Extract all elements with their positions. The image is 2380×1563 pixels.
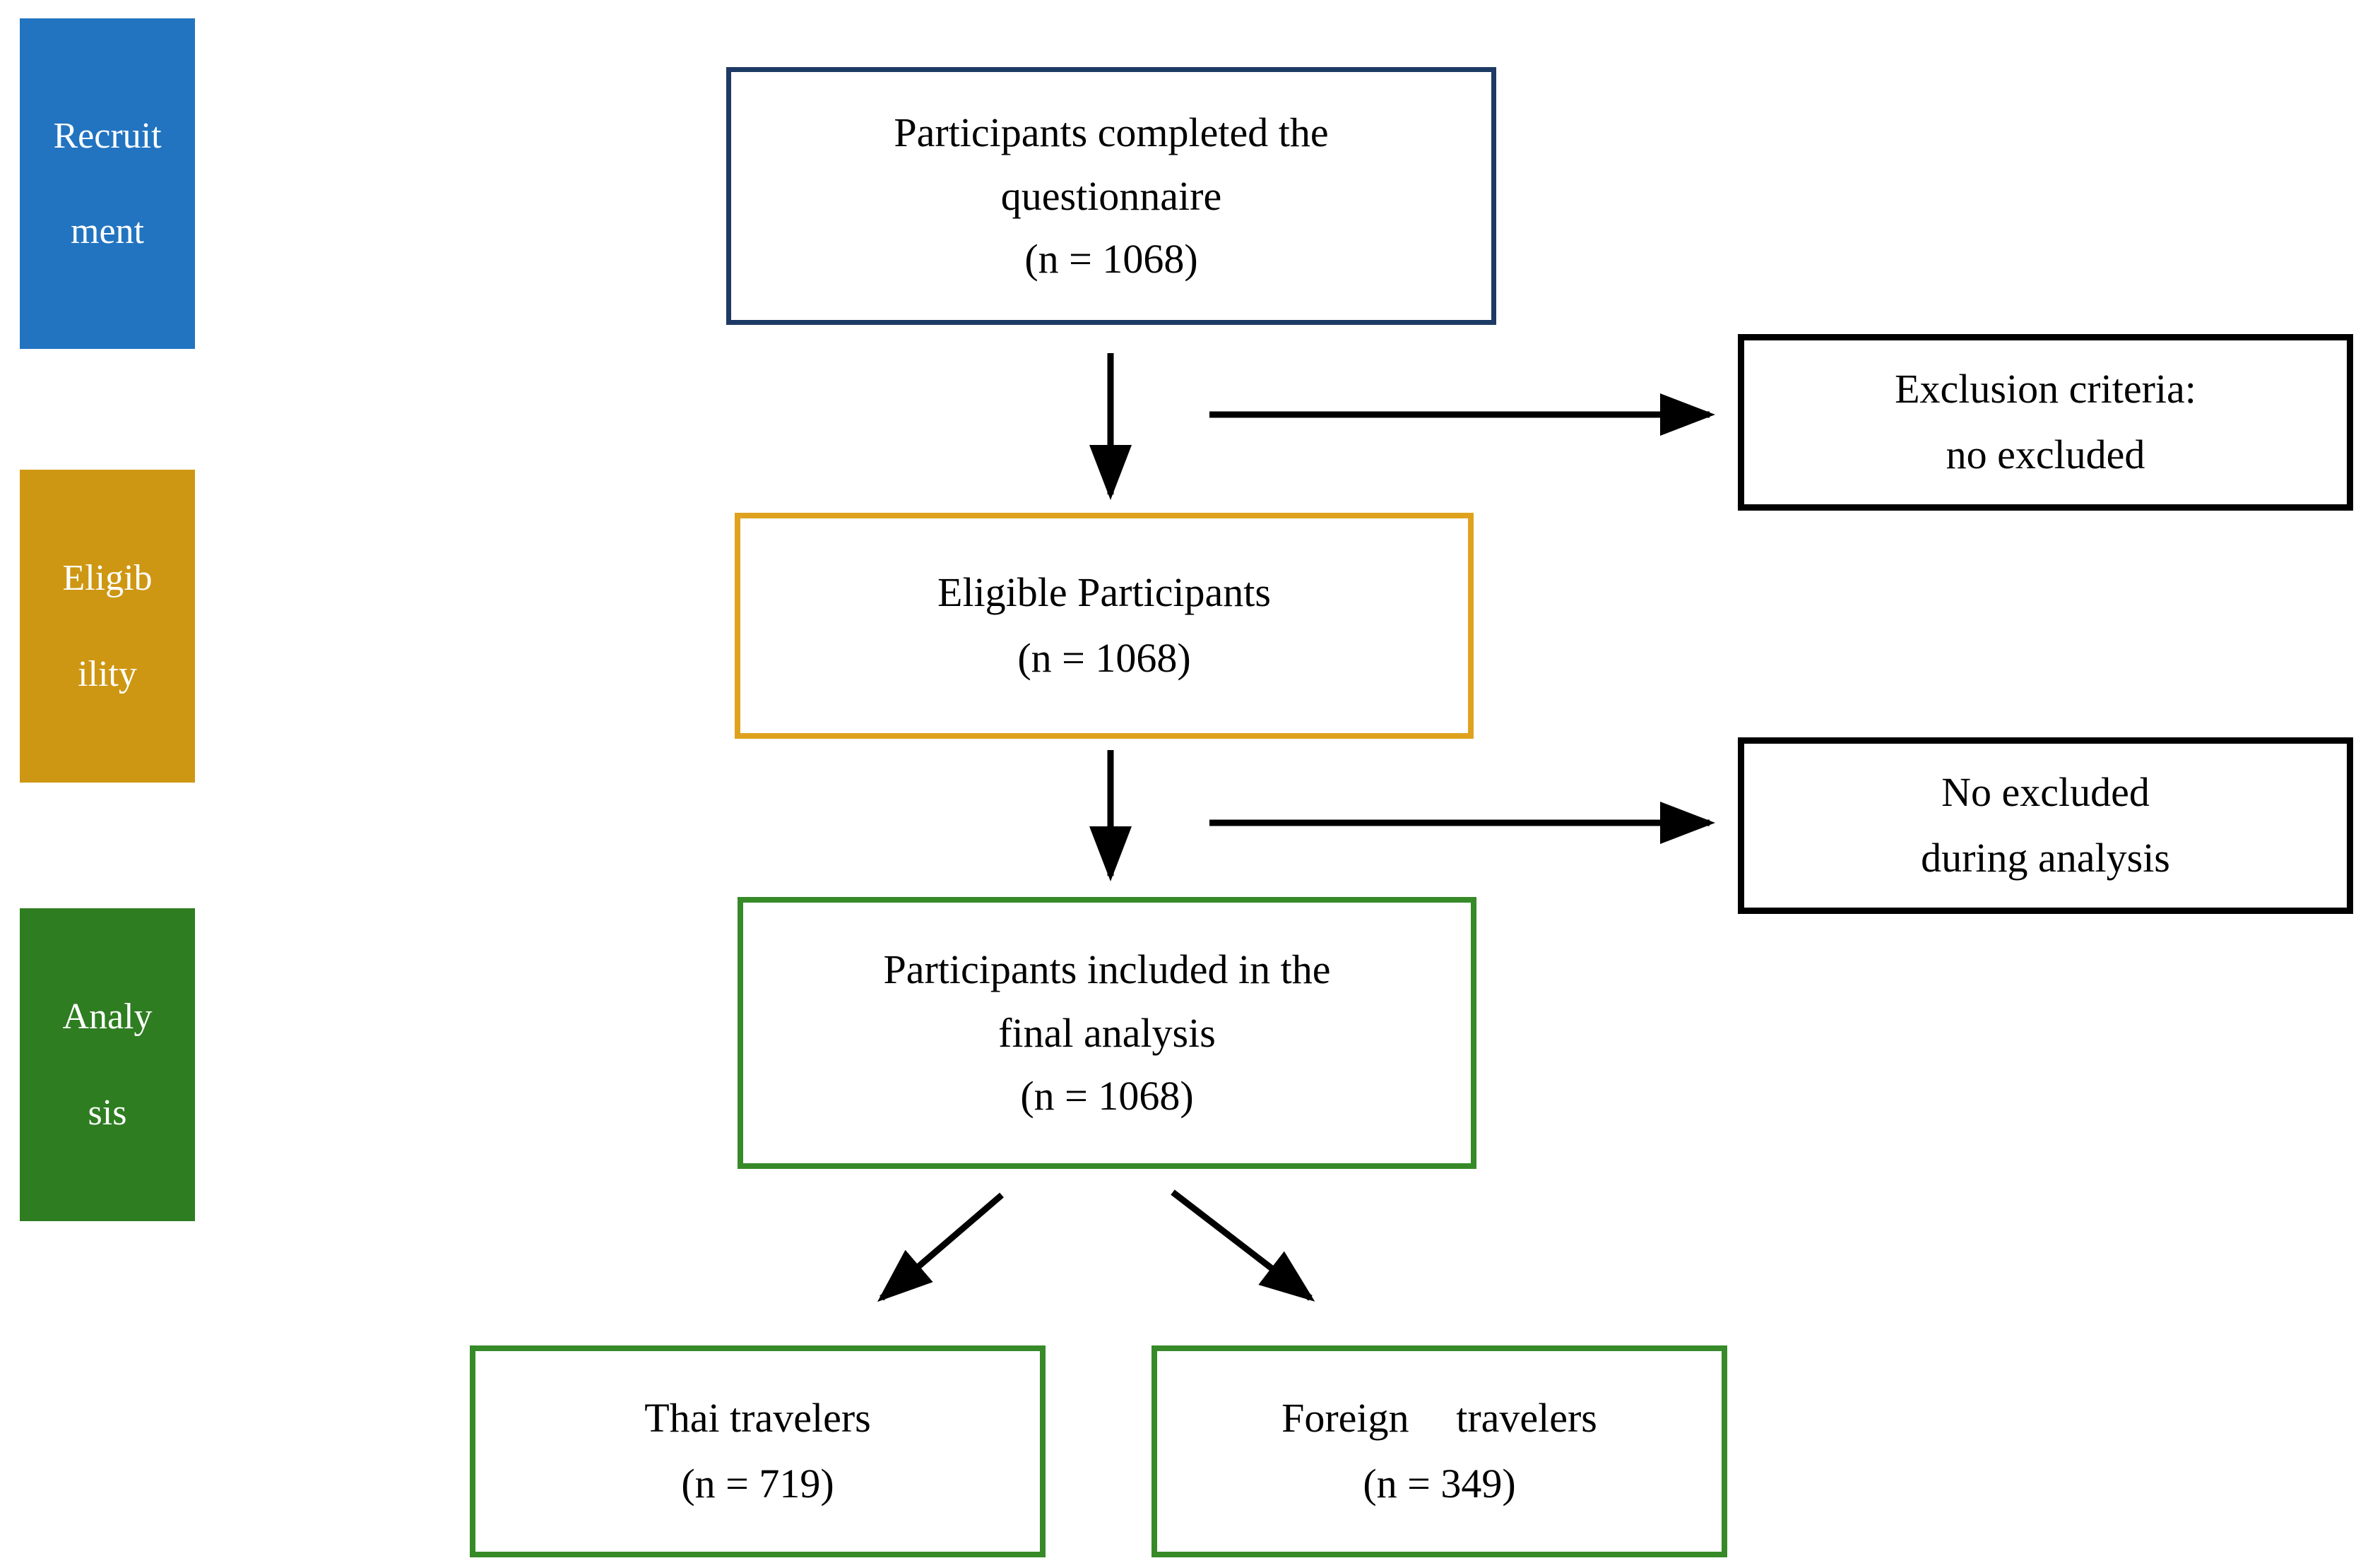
box-text-line: (n = 349)	[1363, 1461, 1516, 1506]
box-thai-travelers: Thai travelers (n = 719)	[470, 1345, 1046, 1557]
box-text-line: Participants included in the	[883, 946, 1331, 992]
box-exclusion-criteria: Exclusion criteria: no excluded	[1738, 334, 2353, 511]
box-text-line: no excluded	[1946, 432, 2145, 477]
box-eligible-participants: Eligible Participants (n = 1068)	[735, 513, 1474, 739]
box-text-line: questionnaire	[1000, 172, 1222, 219]
arrow-diagonal-to-foreign-travelers-icon	[1171, 1189, 1315, 1302]
stage-label-line: ility	[78, 653, 137, 694]
stage-label-line: Recruit	[53, 115, 162, 156]
box-foreign-travelers: Foreign travelers (n = 349)	[1151, 1345, 1727, 1557]
box-text-line: final analysis	[998, 1009, 1216, 1056]
box-text-line: (n = 1068)	[1024, 236, 1198, 283]
stage-label-line: ment	[71, 211, 144, 251]
box-text-line: Eligible Participants	[937, 569, 1271, 616]
box-text-line: Exclusion criteria:	[1895, 366, 2196, 412]
box-text-line: (n = 719)	[681, 1461, 834, 1506]
stage-label-eligibility: Eligib ility	[20, 470, 195, 783]
stage-label-line: Eligib	[62, 558, 153, 599]
box-text-line: Participants completed the	[894, 109, 1329, 155]
box-final-analysis: Participants included in the final analy…	[738, 897, 1476, 1169]
box-questionnaire-completed: Participants completed the questionnaire…	[726, 67, 1496, 325]
stage-label-line: Analy	[62, 997, 153, 1038]
stage-label-analysis: Analy sis	[20, 908, 195, 1221]
box-text-line: No excluded	[1941, 769, 2150, 816]
box-text-line: Foreign travelers	[1281, 1395, 1597, 1442]
box-text-line: (n = 1068)	[1017, 635, 1191, 681]
box-no-excluded-during-analysis: No excluded during analysis	[1738, 737, 2353, 914]
box-text-line: Thai travelers	[644, 1395, 871, 1442]
box-text-line: during analysis	[1921, 835, 2170, 881]
box-text-line: (n = 1068)	[1020, 1073, 1194, 1119]
stage-label-recruitment: Recruit ment	[20, 18, 195, 349]
arrow-diagonal-to-thai-travelers-icon	[877, 1192, 1004, 1302]
stage-label-line: sis	[88, 1092, 127, 1133]
